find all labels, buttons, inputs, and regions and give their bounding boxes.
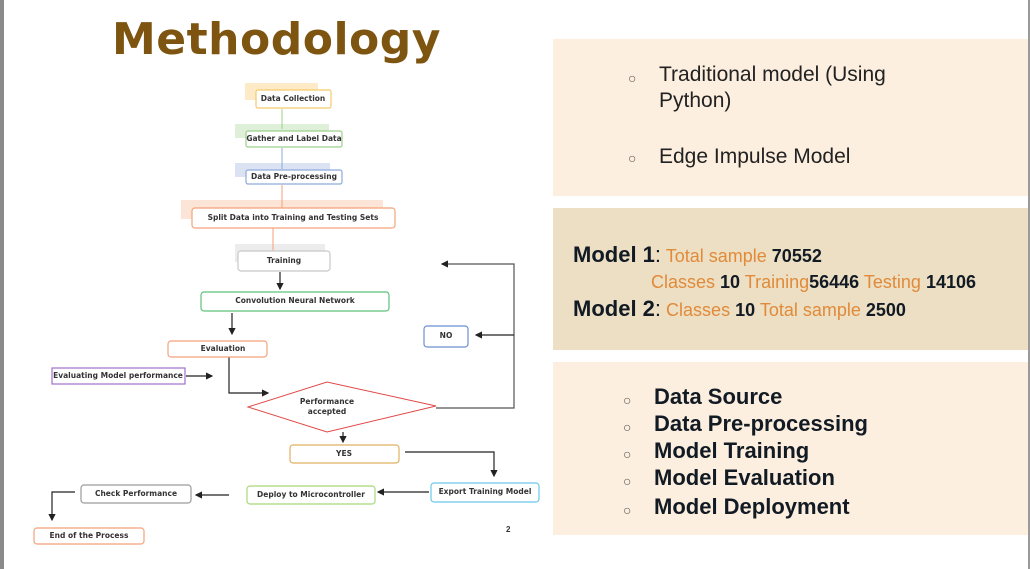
node-label: Gather and Label Data bbox=[246, 134, 341, 143]
arrow-check-to-end bbox=[48, 491, 75, 522]
node-label: Deploy to Microcontroller bbox=[257, 490, 365, 499]
model1-testing-value: 14106 bbox=[925, 272, 977, 292]
item-line: Traditional model (Using bbox=[659, 63, 886, 86]
model1-testing-label: Testing bbox=[863, 272, 921, 292]
node-training: Training bbox=[237, 250, 331, 272]
model1-training-value: 56446 bbox=[809, 272, 860, 292]
bullet-circle-icon: ○ bbox=[623, 473, 632, 489]
steps-panel: ○ Data Source ○ Data Pre-processing ○ Mo… bbox=[553, 362, 1028, 535]
node-check-performance: Check Performance bbox=[80, 484, 192, 504]
model1-classes-label: Classes bbox=[651, 272, 716, 292]
model-item-traditional: Traditional model (Using Python) bbox=[659, 62, 886, 114]
bullet-circle-icon: ○ bbox=[623, 502, 632, 518]
model2-total-label: Total sample bbox=[759, 300, 861, 320]
model2-line: Model 2: Classes 10 Total sample 2500 bbox=[573, 296, 906, 321]
methodology-flowchart: Data Collection Gather and Label Data Da… bbox=[33, 83, 540, 545]
node-gather-label: Gather and Label Data bbox=[245, 130, 343, 148]
node-label: YES bbox=[335, 449, 352, 458]
node-label: Check Performance bbox=[95, 489, 177, 498]
arrow-evaluation-to-decision bbox=[228, 357, 270, 397]
node-preprocessing: Data Pre-processing bbox=[245, 169, 343, 185]
node-label: End of the Process bbox=[50, 531, 129, 540]
model2-total-value: 2500 bbox=[865, 300, 906, 320]
node-label: Convolution Neural Network bbox=[235, 296, 356, 305]
model1-total-value: 70552 bbox=[771, 246, 822, 266]
model-stats-panel: Model 1: Total sample 70552 Classes 10 T… bbox=[553, 208, 1028, 350]
model1-details-line: Classes 10 Training56446 Testing 14106 bbox=[651, 272, 976, 293]
item-line: Python) bbox=[659, 89, 732, 112]
page-number: 2 bbox=[506, 525, 511, 534]
model2-label: Model 2 bbox=[573, 296, 655, 321]
node-label: Training bbox=[267, 256, 301, 265]
node-evaluation: Evaluation bbox=[167, 340, 268, 358]
left-window-edge bbox=[0, 0, 4, 569]
node-label: Performance bbox=[300, 397, 354, 406]
model2-classes-value: 10 bbox=[735, 300, 756, 320]
node-deploy: Deploy to Microcontroller bbox=[246, 485, 376, 505]
bullet-circle-icon: ○ bbox=[623, 419, 632, 435]
bullet-circle-icon: ○ bbox=[628, 70, 637, 86]
node-label: Export Training Model bbox=[439, 487, 532, 496]
node-yes: YES bbox=[289, 444, 400, 464]
node-export: Export Training Model bbox=[430, 482, 540, 503]
node-label: Split Data into Training and Testing Set… bbox=[208, 213, 379, 222]
model1-training-label: Training bbox=[744, 272, 810, 292]
node-label: Data Collection bbox=[261, 94, 326, 103]
model1-label: Model 1 bbox=[573, 242, 655, 267]
bullet-circle-icon: ○ bbox=[623, 446, 632, 462]
arrow-yes-to-export bbox=[405, 451, 498, 478]
node-end: End of the Process bbox=[33, 527, 145, 545]
node-no: NO bbox=[423, 325, 469, 348]
node-label: accepted bbox=[308, 407, 346, 416]
models-panel: ○ Traditional model (Using Python) ○ Edg… bbox=[553, 39, 1028, 196]
right-window-edge bbox=[1028, 0, 1030, 569]
model1-line: Model 1: Total sample 70552 bbox=[573, 242, 822, 267]
step-item: Model Training bbox=[654, 438, 810, 463]
step-item: Model Evaluation bbox=[654, 465, 835, 490]
arrow-loop-back bbox=[436, 260, 515, 409]
node-decision-performance-accepted: Performance accepted bbox=[246, 381, 437, 433]
node-label: Data Pre-processing bbox=[251, 172, 337, 181]
bullet-circle-icon: ○ bbox=[628, 150, 637, 166]
step-item: Data Source bbox=[654, 384, 783, 409]
slide-title: Methodology bbox=[112, 14, 441, 65]
node-split: Split Data into Training and Testing Set… bbox=[191, 207, 396, 229]
model2-classes-label: Classes bbox=[666, 300, 731, 320]
node-label: Evaluation bbox=[201, 344, 246, 353]
step-item: Model Deployment bbox=[654, 494, 850, 519]
node-cnn: Convolution Neural Network bbox=[200, 291, 390, 312]
bullet-circle-icon: ○ bbox=[623, 392, 632, 408]
node-label: NO bbox=[440, 331, 453, 340]
node-evaluating-performance: Evaluating Model performance bbox=[51, 367, 186, 385]
model1-total-label: Total sample bbox=[665, 246, 767, 266]
node-label: Evaluating Model performance bbox=[53, 371, 183, 380]
step-item: Data Pre-processing bbox=[654, 411, 868, 436]
model1-classes-value: 10 bbox=[720, 272, 741, 292]
node-data-collection: Data Collection bbox=[255, 89, 332, 109]
model-item-edge-impulse: Edge Impulse Model bbox=[659, 145, 851, 168]
